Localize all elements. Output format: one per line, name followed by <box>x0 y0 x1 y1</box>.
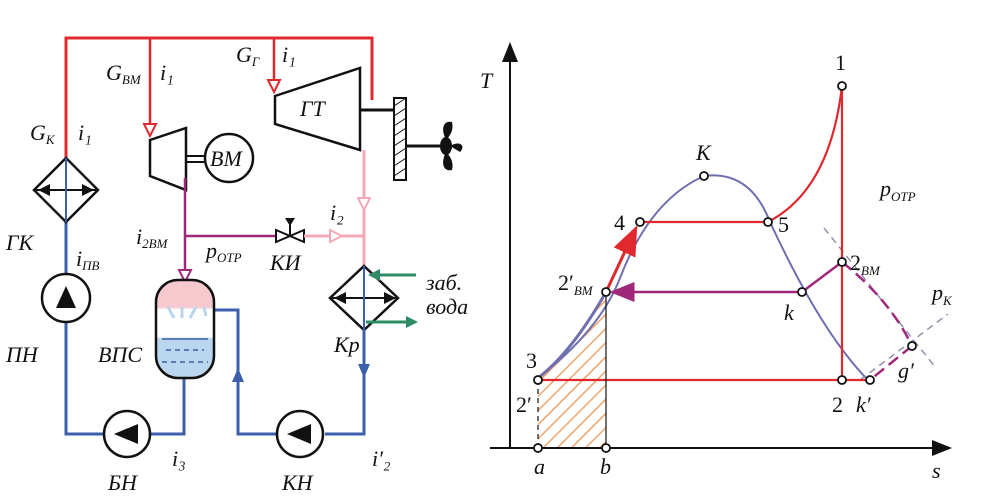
ki-exhaust-arrow <box>329 228 345 244</box>
ts-points <box>533 81 917 453</box>
label-gg-enthalpy: i₁ <box>282 42 296 67</box>
label-gk-enthalpy: i₁ <box>78 120 92 145</box>
vps-to-bn-line <box>150 378 186 436</box>
label-gg-flow: GГ <box>236 42 260 69</box>
label-point-b: b <box>600 454 611 479</box>
label-point-4: 4 <box>614 210 625 235</box>
label-point-5: 5 <box>778 212 789 237</box>
gk-arrow-right <box>82 184 94 196</box>
label-point-2prime-vm: 2′ВМ <box>558 270 594 298</box>
pump-pn-icon <box>40 272 92 324</box>
label-gk-flow: GК <box>30 120 56 147</box>
gas-pipe-top <box>64 36 374 240</box>
label-point-a: a <box>534 454 545 479</box>
axis-s-label: s <box>932 458 941 483</box>
point-4 <box>635 217 645 227</box>
ts-diagram: T s <box>480 42 953 483</box>
label-point-K: K <box>695 140 712 165</box>
line-2vm-gprime <box>841 261 914 347</box>
label-bn: БН <box>107 470 138 495</box>
label-point-gprime: g′ <box>898 358 915 383</box>
cooling-out-arrow <box>406 316 418 328</box>
label-kn: КН <box>281 470 314 495</box>
line-5-1 <box>767 85 844 223</box>
line-gprime-kprime <box>869 345 913 381</box>
gas-arrow-vm <box>142 123 158 139</box>
label-gvm-flow: GВМ <box>106 60 142 87</box>
label-i2: i₂ <box>330 200 344 225</box>
label-ki: КИ <box>269 250 302 275</box>
cycle-scheme: ГТ ВМ <box>5 36 468 495</box>
point-gprime <box>907 341 917 351</box>
point-K <box>699 171 709 181</box>
label-cooling-water-1: заб. <box>425 270 462 295</box>
kn-line-arrow <box>232 368 244 382</box>
label-point-2vm: 2ВМ <box>850 250 881 278</box>
label-point-k: k <box>784 300 795 325</box>
point-2 <box>837 375 847 385</box>
point-2vm <box>837 257 847 267</box>
gearbox-hatch <box>393 97 407 177</box>
condensate-arrow <box>358 364 370 378</box>
vm-compressor <box>148 126 188 192</box>
point-3 <box>533 375 543 385</box>
point-1 <box>837 81 847 91</box>
vm-motor <box>203 132 255 184</box>
label-p-otr: pОТР <box>204 238 242 265</box>
label-vps: ВПС <box>98 342 142 367</box>
vm-motor-label: ВМ <box>210 146 243 171</box>
isobar-k <box>859 313 949 381</box>
pump-kn-icon <box>275 409 325 459</box>
condenser-arrow-right <box>384 292 396 304</box>
label-gk-outlet: iПВ <box>76 246 100 273</box>
ki-valve-icon <box>275 218 305 244</box>
gas-arrow-turbine <box>266 79 282 95</box>
label-gk-name: ГК <box>5 230 35 255</box>
kn-to-vps-line <box>214 308 276 436</box>
label-isobar-k: pК <box>930 280 953 308</box>
cooling-in-arrow <box>368 269 380 281</box>
label-point-1: 1 <box>835 50 846 75</box>
line-2vm-k <box>801 261 843 293</box>
label-cooling-water-2: вода <box>426 294 468 319</box>
label-i2vm: i2ВМ <box>136 224 169 251</box>
point-k <box>797 287 807 297</box>
label-i2-prime: i′₂ <box>372 446 391 471</box>
axis-t-label: T <box>480 68 494 93</box>
vps-tank <box>154 278 216 380</box>
line-3-2pvm <box>537 291 608 380</box>
point-kprime <box>865 375 875 385</box>
point-2prime-vm <box>601 287 611 297</box>
label-point-2: 2 <box>832 392 843 417</box>
point-5 <box>763 217 773 227</box>
propeller-icon <box>440 121 463 171</box>
point-a <box>533 443 543 453</box>
exhaust-arrow <box>356 197 372 213</box>
label-kr: Кр <box>333 332 360 357</box>
line-2pvm-4 <box>604 225 638 293</box>
label-i3: i₃ <box>172 446 186 471</box>
gk-arrow-left <box>38 184 50 196</box>
label-point-2prime: 2′ <box>516 392 532 417</box>
bn-to-pn-line <box>64 322 104 436</box>
point-b <box>601 443 611 453</box>
gas-turbine-label: ГТ <box>299 96 327 121</box>
label-point-3: 3 <box>526 348 537 373</box>
label-gvm-enthalpy: i₁ <box>160 60 174 85</box>
label-isobar-otr: pОТР <box>878 176 916 204</box>
gas-turbine <box>273 66 362 152</box>
pump-bn-icon <box>102 409 152 459</box>
condenser-arrow-left <box>334 292 346 304</box>
bleed-arrow-vps <box>177 269 193 285</box>
label-pn: ПН <box>5 342 39 367</box>
label-point-kprime: k′ <box>856 392 872 417</box>
